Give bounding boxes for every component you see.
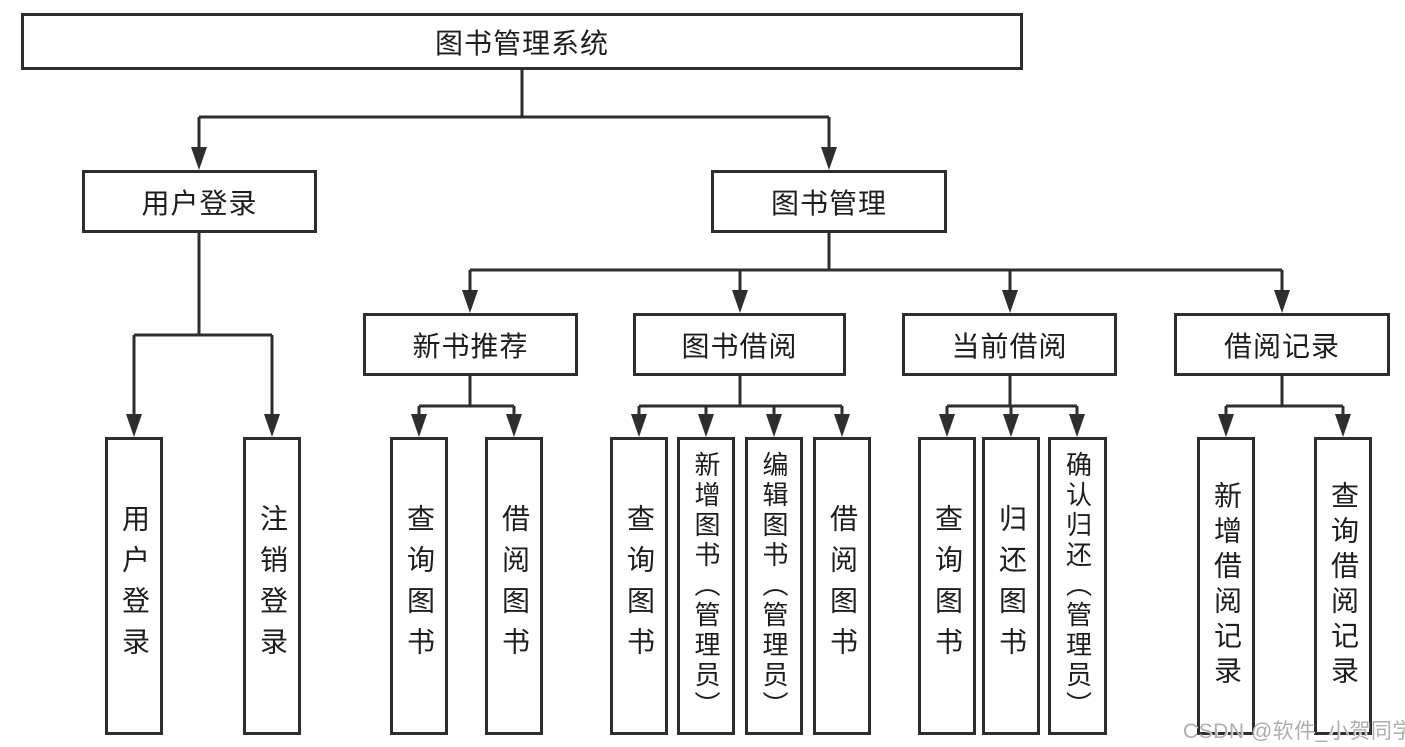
node-newrec-borrow-book-label: 借阅图书	[499, 504, 530, 668]
node-current-return-book: 归还图书	[982, 437, 1040, 735]
node-record-add-record: 新增借阅记录	[1197, 437, 1255, 735]
node-current-borrow: 当前借阅	[902, 313, 1117, 376]
node-book-mgmt-label: 图书管理	[770, 187, 887, 219]
node-root: 图书管理系统	[21, 13, 1023, 70]
node-borrow-query-book: 查询图书	[610, 437, 668, 735]
node-newrec-query-book: 查询图书	[390, 437, 448, 735]
node-login: 用户登录	[105, 437, 163, 735]
node-borrow-record-label: 借阅记录	[1223, 330, 1340, 362]
node-login-label: 用户登录	[119, 504, 150, 668]
node-newrec-query-book-label: 查询图书	[404, 504, 435, 668]
arrowhead-icons	[126, 147, 1351, 437]
node-new-book-rec: 新书推荐	[363, 313, 578, 376]
node-book-borrow: 图书借阅	[633, 313, 846, 376]
node-record-query-record: 查询借阅记录	[1314, 437, 1372, 735]
node-book-borrow-label: 图书借阅	[681, 330, 798, 362]
node-borrow-add-book-admin-label: 新增图书（管理员）	[691, 451, 721, 721]
node-current-query-book-label: 查询图书	[932, 504, 963, 668]
node-new-book-rec-label: 新书推荐	[412, 330, 529, 362]
node-borrow-borrow-book: 借阅图书	[813, 437, 871, 735]
csdn-watermark: CSDN @软件_小贺同学	[1183, 720, 1405, 743]
node-record-add-record-label: 新增借阅记录	[1211, 481, 1242, 691]
node-book-mgmt: 图书管理	[711, 170, 947, 233]
node-root-label: 图书管理系统	[434, 27, 609, 59]
node-logout-label: 注销登录	[257, 504, 288, 668]
node-borrow-borrow-book-label: 借阅图书	[827, 504, 858, 668]
node-current-borrow-label: 当前借阅	[951, 330, 1068, 362]
node-current-query-book: 查询图书	[918, 437, 976, 735]
node-record-query-record-label: 查询借阅记录	[1328, 481, 1359, 691]
node-newrec-borrow-book: 借阅图书	[485, 437, 543, 735]
node-logout: 注销登录	[243, 437, 301, 735]
node-user-login: 用户登录	[82, 170, 317, 233]
node-borrow-edit-book-admin: 编辑图书（管理员）	[745, 437, 803, 735]
node-current-confirm-return-admin: 确认归还（管理员）	[1048, 437, 1107, 735]
node-borrow-record: 借阅记录	[1174, 313, 1390, 376]
node-current-confirm-return-admin-label: 确认归还（管理员）	[1062, 451, 1093, 721]
node-user-login-label: 用户登录	[141, 187, 258, 219]
node-borrow-query-book-label: 查询图书	[624, 504, 655, 668]
node-borrow-add-book-admin: 新增图书（管理员）	[677, 437, 735, 735]
node-borrow-edit-book-admin-label: 编辑图书（管理员）	[759, 451, 789, 721]
node-current-return-book-label: 归还图书	[996, 504, 1027, 668]
